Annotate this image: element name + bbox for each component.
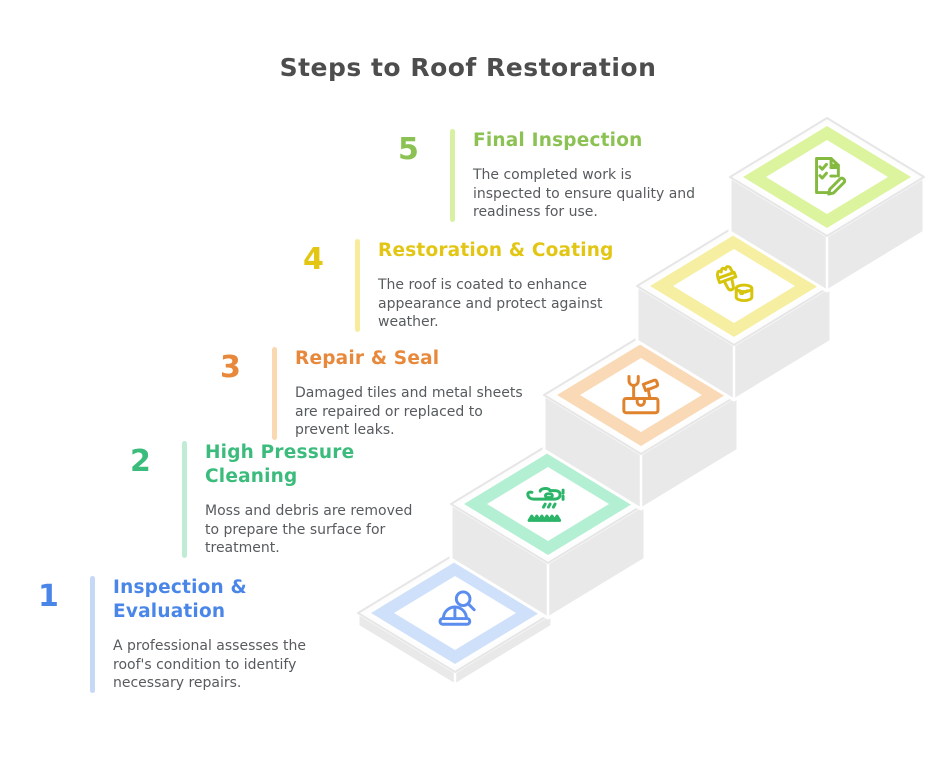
step-3-text-block: 3 Repair & Seal Damaged tiles and metal … (216, 347, 563, 440)
step-5-content: Final Inspection The completed work is i… (473, 129, 741, 222)
step-2-accent-bar (182, 441, 187, 558)
step-3-accent-bar (272, 347, 277, 440)
step-1-description: A professional assesses the roof's condi… (113, 638, 307, 691)
step-4-accent-bar (355, 239, 360, 332)
step-5-title: Final Inspection (473, 130, 643, 151)
step-5-number: 5 (398, 132, 419, 167)
helmet-search-icon (438, 590, 476, 626)
step-3-description: Damaged tiles and metal sheets are repai… (295, 385, 523, 438)
step-3-content: Repair & Seal Damaged tiles and metal sh… (295, 347, 563, 440)
step-5-description: The completed work is inspected to ensur… (473, 167, 696, 220)
step-2-text-block: 2 High Pressure Cleaning Moss and debris… (126, 441, 473, 558)
step-diamond-inner (766, 140, 888, 214)
page-title: Steps to Roof Restoration (279, 53, 657, 82)
step-3-title: Repair & Seal (295, 348, 440, 369)
step-1-title: Inspection & Evaluation (113, 577, 247, 622)
step-1-number: 1 (38, 579, 59, 614)
step-4-title: Restoration & Coating (378, 240, 614, 261)
step-1-text-block: 1 Inspection & Evaluation A professional… (34, 576, 381, 693)
spray-cleaning-icon (526, 487, 565, 522)
step-4-text-block: 4 Restoration & Coating The roof is coat… (299, 239, 646, 332)
toolbox-icon (622, 374, 660, 415)
step-5-text-block: 5 Final Inspection The completed work is… (394, 129, 741, 222)
step-diamond-inner (487, 467, 609, 541)
step-4-number: 4 (303, 242, 324, 277)
step-2-description: Moss and debris are removed to prepare t… (205, 503, 413, 556)
step-2-content: High Pressure Cleaning Moss and debris a… (205, 441, 473, 558)
step-4-content: Restoration & Coating The roof is coated… (378, 239, 646, 332)
step-1-content: Inspection & Evaluation A professional a… (113, 576, 381, 693)
step-5-accent-bar (450, 129, 455, 222)
paint-brush-can-icon (715, 265, 754, 303)
step-diamond-inner (580, 358, 702, 432)
step-4-description: The roof is coated to enhance appearance… (378, 277, 603, 330)
step-2-number: 2 (130, 444, 151, 479)
step-3-number: 3 (220, 350, 241, 385)
checklist-pen-icon (815, 156, 847, 196)
step-1-accent-bar (90, 576, 95, 693)
stair-step-5 (728, 117, 926, 293)
step-2-title: High Pressure Cleaning (205, 442, 355, 487)
